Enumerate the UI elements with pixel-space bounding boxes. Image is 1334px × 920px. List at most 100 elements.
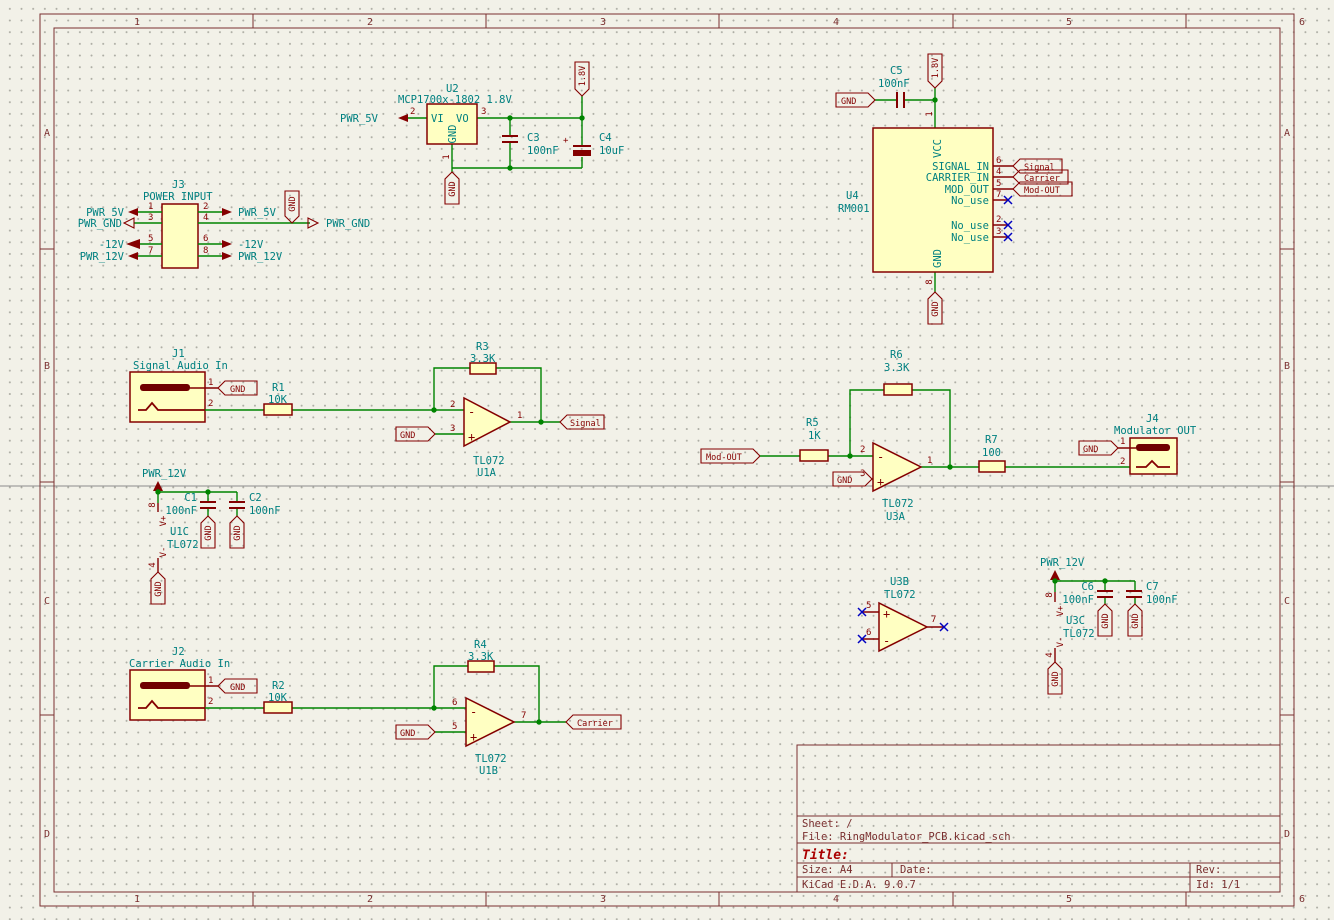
u3c-ref[interactable]: U3C [1066,615,1085,627]
u3a-ref[interactable]: U3A [886,511,906,523]
wire-j3[interactable] [134,211,310,257]
j2-value[interactable]: Carrier Audio In [129,658,230,670]
c7-value[interactable]: 100nF [1146,594,1178,606]
j2-body[interactable] [129,669,206,721]
u1c-value[interactable]: TL072 [167,539,199,551]
u3c-power-decoupling-cluster[interactable]: PWR_12V C6 100nF C7 100nF GND GND 8 V+ U… [1040,557,1178,695]
power-flag-gnd-u1c[interactable] [150,571,166,605]
global-label-gnd-j2[interactable] [217,678,258,694]
u3a-value[interactable]: TL072 [882,498,914,510]
wire-u2[interactable] [404,96,583,172]
r5-ref[interactable]: R5 [806,417,819,429]
j2-ref[interactable]: J2 [172,646,185,658]
r7-ref[interactable]: R7 [985,434,998,446]
r2-body[interactable] [263,701,293,714]
j1-value[interactable]: Signal Audio In [133,360,228,372]
wire-u3c[interactable] [1054,580,1136,604]
power-flag-gnd-c6[interactable] [1097,603,1113,637]
net-label-neg12v-right[interactable]: -12V [238,239,264,251]
wire-u1a[interactable] [205,367,560,435]
global-label-modout-u4[interactable] [1012,181,1073,197]
net-label-pwr5v-right[interactable]: PWR_5V [238,207,277,219]
u1c-power-decoupling-cluster[interactable]: PWR_12V C1 100nF C2 100nF GND GND 8 V+ U… [142,468,281,605]
wire-u1b[interactable] [205,665,566,733]
power-flag-gnd-c1[interactable] [200,515,216,549]
c1-value[interactable]: 100nF [165,505,197,517]
r6-ref[interactable]: R6 [890,349,903,361]
c5-value[interactable]: 100nF [878,78,910,90]
power-flag-gnd-c2[interactable] [229,515,245,549]
global-label-gnd-u3a[interactable] [832,471,873,487]
u1c-ref[interactable]: U1C [170,526,189,538]
j3-body[interactable] [161,203,199,269]
c6-value[interactable]: 100nF [1062,594,1094,606]
u4-right-pins[interactable] [993,165,1013,238]
r7-body[interactable] [978,460,1006,473]
ring-modulator-u4-cluster[interactable]: GND C5 100nF 1.8V U4 RM001 VCC GND 1 8 S… [835,53,1073,325]
u1b-opamp-body[interactable] [465,696,516,748]
r2-ref[interactable]: R2 [272,680,285,692]
r1-body[interactable] [263,403,293,416]
net-label-pwr5v-left[interactable]: PWR_5V [86,207,125,219]
c1-capacitor[interactable] [200,501,216,509]
r2-value[interactable]: 10K [268,692,288,704]
c4-plate-bottom[interactable] [573,150,591,156]
signal-input-channel-cluster[interactable]: J1 Signal Audio In 1 2 GND R1 10K R3 3.3… [129,341,605,479]
global-label-gnd-c5[interactable] [835,92,876,108]
c2-capacitor[interactable] [229,501,245,509]
c3-ref[interactable]: C3 [527,132,540,144]
r7-value[interactable]: 100 [982,447,1001,459]
u1b-value[interactable]: TL072 [475,753,507,765]
global-label-gnd-u1b[interactable] [395,724,436,740]
r3-body[interactable] [469,362,497,375]
r5-value[interactable]: 1K [808,430,821,442]
r4-value[interactable]: 3.3K [468,651,494,663]
j4-ref[interactable]: J4 [1146,413,1159,425]
global-label-gnd-j4[interactable] [1078,440,1119,456]
power-flag-gnd-u3c[interactable] [1047,661,1063,695]
r3-ref[interactable]: R3 [476,341,489,353]
u4-ref[interactable]: U4 [846,190,859,202]
global-label-gnd-u1a[interactable] [395,426,436,442]
r6-body[interactable] [883,383,913,396]
net-label-pwr5v-u2[interactable]: PWR_5V [340,113,379,125]
global-label-carrier-out[interactable] [565,714,622,730]
power-input-j3-cluster[interactable]: J3 POWER INPUT 1 3 5 7 2 4 6 8 PWR_5V PW… [78,179,371,269]
output-mixer-cluster[interactable]: Mod-OUT R5 1K R6 3.3K - + 2 3 1 GND TL07… [700,349,1197,523]
u2-ref[interactable]: U2 [446,83,459,95]
power-flag-1v8[interactable] [574,61,590,97]
c7-ref[interactable]: C7 [1146,581,1159,593]
global-label-modout-in[interactable] [700,448,761,464]
r1-ref[interactable]: R1 [272,382,285,394]
net-label-pwrgnd-left[interactable]: PWR_GND [78,218,122,230]
global-label-signal-out[interactable] [559,414,605,430]
u3b-value[interactable]: TL072 [884,589,916,601]
r5-body[interactable] [799,449,829,462]
j1-ref[interactable]: J1 [172,348,185,360]
r3-value[interactable]: 3.3K [470,353,496,365]
carrier-input-channel-cluster[interactable]: J2 Carrier Audio In 1 2 GND R2 10K R4 3.… [129,639,622,777]
net-label-pwr12v-u1c[interactable]: PWR_12V [142,468,187,480]
r6-value[interactable]: 3.3K [884,362,910,374]
wire-u1c[interactable] [157,491,238,516]
u3b-pins[interactable] [862,611,944,640]
net-label-pwr12v-u3c[interactable]: PWR_12V [1040,557,1085,569]
u2-body[interactable] [426,103,478,145]
wire-u4[interactable] [875,88,936,292]
r1-value[interactable]: 10K [268,394,288,406]
power-flag-gnd-u2[interactable] [444,171,460,205]
c4-value[interactable]: 10uF [599,145,624,157]
u3b-ref[interactable]: U3B [890,576,909,588]
c5-capacitor[interactable] [896,92,905,108]
regulator-u2-cluster[interactable]: PWR_5V U2 MCP1700x-1802 1.8V VI VO GND 2… [340,61,624,205]
power-flag-gnd-u4[interactable] [927,291,943,325]
u3b-unused-opamp-cluster[interactable]: U3B TL072 + - 5 6 7 [857,576,949,653]
net-label-pwrgnd-right[interactable]: PWR_GND [326,218,370,230]
u3c-value[interactable]: TL072 [1063,628,1095,640]
power-flag-gnd-c7[interactable] [1127,603,1143,637]
u3a-opamp-body[interactable] [872,441,923,493]
j4-value[interactable]: Modulator OUT [1114,425,1197,437]
r4-body[interactable] [467,660,495,673]
